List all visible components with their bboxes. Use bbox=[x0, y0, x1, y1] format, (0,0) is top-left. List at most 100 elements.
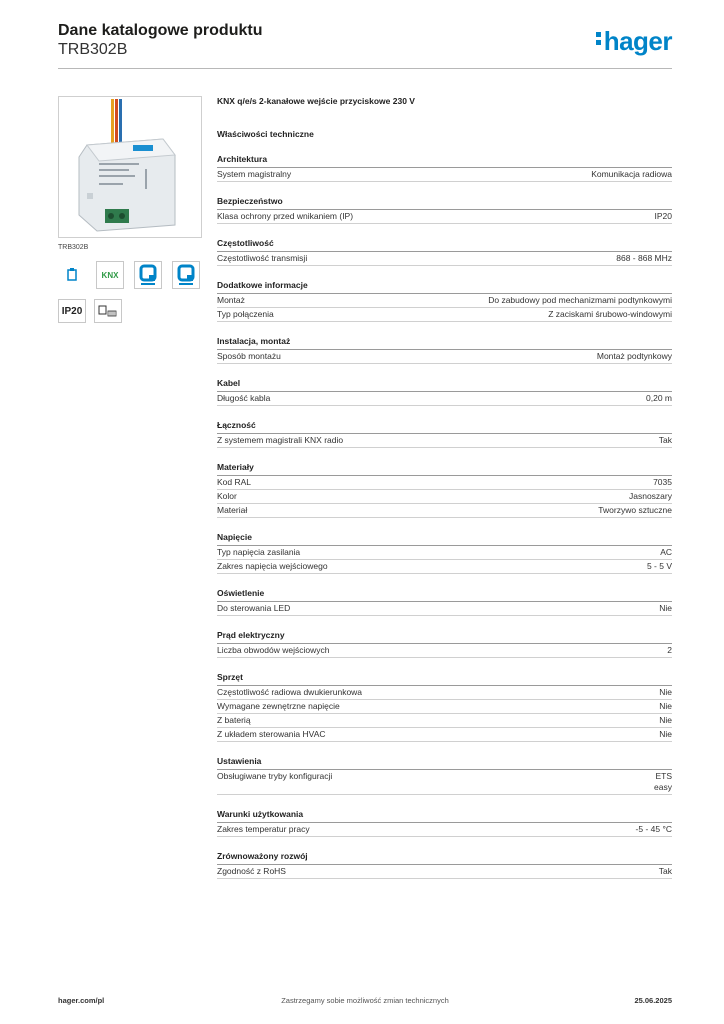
page-header: Dane katalogowe produktu TRB302B hager bbox=[58, 22, 673, 70]
spec-value-line: easy bbox=[654, 782, 672, 792]
spec-value-line: Tworzywo sztuczne bbox=[598, 505, 672, 515]
image-caption: TRB302B bbox=[58, 244, 89, 251]
spec-value-line: Do zabudowy pod mechanizmami podtynkowym… bbox=[488, 295, 672, 305]
spec-value: 2 bbox=[667, 645, 672, 656]
hager-logo: hager bbox=[595, 26, 673, 57]
spec-value: AC bbox=[660, 547, 672, 558]
spec-label: Kolor bbox=[217, 491, 237, 501]
product-code: TRB302B bbox=[58, 41, 128, 58]
spec-label: Wymagane zewnętrzne napięcie bbox=[217, 701, 340, 711]
spec-value-line: 868 - 868 MHz bbox=[616, 253, 672, 263]
spec-value-line: -5 - 45 °C bbox=[635, 824, 672, 834]
spec-value: 0,20 m bbox=[646, 393, 672, 404]
spec-row: Długość kabla 0,20 m bbox=[217, 392, 672, 406]
product-photo-icon bbox=[78, 99, 176, 232]
quicklink-icon bbox=[172, 261, 200, 289]
spec-value-line: Montaż podtynkowy bbox=[596, 351, 672, 361]
properties-heading: Właściwości techniczne bbox=[217, 129, 314, 139]
spec-label: Liczba obwodów wejściowych bbox=[217, 645, 330, 655]
spec-value: Komunikacja radiowa bbox=[591, 169, 672, 180]
spec-row: Klasa ochrony przed wnikaniem (IP)IP20 bbox=[217, 210, 672, 224]
product-description: KNX q/e/s 2-kanałowe wejście przyciskowe… bbox=[217, 96, 415, 106]
section-title: Prąd elektryczny bbox=[217, 630, 672, 644]
spec-value-line: 5 - 5 V bbox=[646, 561, 672, 571]
section-title: Materiały bbox=[217, 462, 672, 476]
spec-label: Częstotliwość transmisji bbox=[217, 253, 308, 263]
spec-row: Z baterią Nie bbox=[217, 714, 672, 728]
spec-value-line: Nie bbox=[659, 687, 672, 697]
spec-value-line: Komunikacja radiowa bbox=[591, 169, 672, 179]
spec-label: Typ napięcia zasilania bbox=[217, 547, 301, 557]
spec-label: Typ połączenia bbox=[217, 309, 274, 319]
logo-text: hager bbox=[603, 26, 673, 56]
spec-row: Typ napięcia zasilania AC bbox=[217, 546, 672, 560]
knx-icon: KNX bbox=[96, 261, 124, 289]
spec-label: Materiał bbox=[217, 505, 248, 515]
logo-dots-icon bbox=[595, 32, 602, 48]
section-title: Dodatkowe informacje bbox=[217, 280, 672, 294]
section-title: Sprzęt bbox=[217, 672, 672, 686]
spec-panel: KNX q/e/s 2-kanałowe wejście przyciskowe… bbox=[217, 96, 672, 879]
spec-value-line: 0,20 m bbox=[646, 393, 672, 403]
spec-row: Materiał Tworzywo sztuczne bbox=[217, 504, 672, 518]
footer-date: 25.06.2025 bbox=[634, 996, 672, 1005]
section-title: Częstotliwość bbox=[217, 238, 672, 252]
spec-value-line: 7035 bbox=[653, 477, 672, 487]
spec-label: Sposób montażu bbox=[217, 351, 281, 361]
spec-value: 7035 bbox=[653, 477, 672, 488]
spec-row: Zakres temperatur pracy-5 - 45 °C bbox=[217, 823, 672, 837]
spec-value-line: Nie bbox=[659, 701, 672, 711]
spec-row: Częstotliwość transmisji 868 - 868 MHz bbox=[217, 252, 672, 266]
spec-label: Obsługiwane tryby konfiguracji bbox=[217, 771, 333, 781]
spec-value: Tak bbox=[659, 435, 672, 446]
spec-value-line: Tak bbox=[658, 435, 672, 445]
feature-icons: KNX bbox=[58, 261, 202, 289]
spec-value: Do zabudowy pod mechanizmami podtynkowym… bbox=[488, 295, 672, 306]
spec-value-line: Nie bbox=[659, 729, 672, 739]
spec-label: Z układem sterowania HVAC bbox=[217, 729, 326, 739]
footer-disclaimer: Zastrzegamy sobie możliwość zmian techni… bbox=[281, 996, 449, 1005]
spec-value: Nie bbox=[659, 729, 672, 740]
footer-website[interactable]: hager.com/pl bbox=[58, 996, 105, 1005]
spec-row: Wymagane zewnętrzne napięcie Nie bbox=[217, 700, 672, 714]
spec-row: Liczba obwodów wejściowych 2 bbox=[217, 644, 672, 658]
mounting-icon bbox=[94, 299, 122, 323]
spec-value-line: 2 bbox=[667, 645, 672, 655]
spec-label: Z baterią bbox=[217, 715, 251, 725]
spec-row: Z układem sterowania HVAC Nie bbox=[217, 728, 672, 742]
spec-value-line: Tak bbox=[658, 866, 672, 876]
section-title: Instalacja, montaż bbox=[217, 336, 672, 350]
spec-value: Montaż podtynkowy bbox=[597, 351, 672, 362]
section-title: Bezpieczeństwo bbox=[217, 196, 672, 210]
spec-label: Kod RAL bbox=[217, 477, 252, 487]
spec-value: IP20 bbox=[655, 211, 673, 222]
spec-value: -5 - 45 °C bbox=[636, 824, 672, 835]
spec-label: Montaż bbox=[217, 295, 245, 305]
connect-icon bbox=[58, 261, 86, 289]
spec-value: 868 - 868 MHz bbox=[616, 253, 672, 264]
quicklink-icon bbox=[134, 261, 162, 289]
spec-value: Jasnoszary bbox=[629, 491, 672, 502]
spec-value: Nie bbox=[659, 715, 672, 726]
section-title: Kabel bbox=[217, 378, 672, 392]
spec-value-line: IP20 bbox=[654, 211, 673, 221]
product-panel: TRB302B KNX IP20 bbox=[58, 96, 202, 323]
spec-label: Długość kabla bbox=[217, 393, 271, 403]
spec-label: Do sterowania LED bbox=[217, 603, 291, 613]
section-title: Warunki użytkowania bbox=[217, 809, 672, 823]
